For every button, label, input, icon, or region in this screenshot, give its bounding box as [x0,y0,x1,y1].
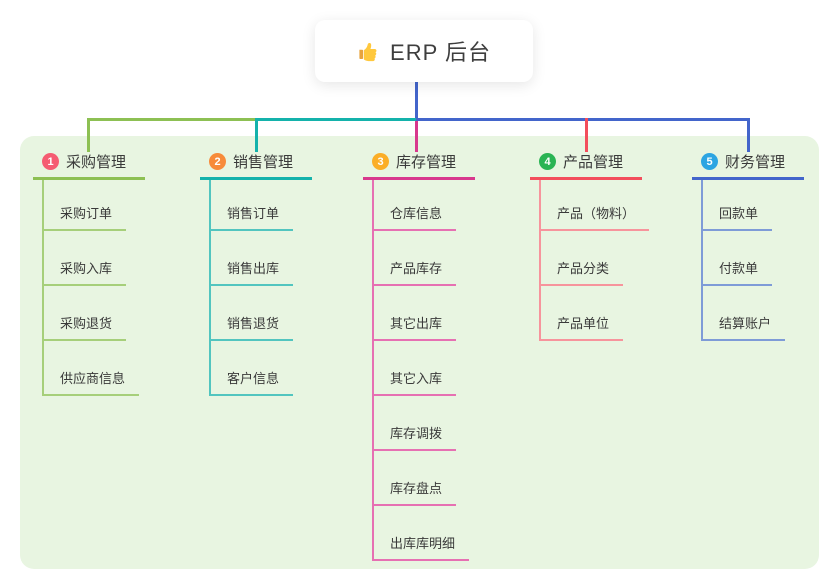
child-node[interactable]: 其它出库 [374,313,457,341]
child-row: 供应商信息 [44,341,145,396]
child-node[interactable]: 仓库信息 [374,203,457,231]
child-row: 仓库信息 [374,180,475,231]
child-row: 产品分类 [541,231,642,286]
branch-label: 采购管理 [66,154,127,171]
branch-number-badge: 5 [701,153,718,170]
branch-node-inventory[interactable]: 3 库存管理 [363,150,475,180]
child-node[interactable]: 采购入库 [44,258,127,286]
branch-number-badge: 2 [209,153,226,170]
connector-trunk [415,82,418,121]
branch-label: 销售管理 [233,154,294,171]
child-node[interactable]: 供应商信息 [44,368,140,396]
connector-bar-teal [256,118,418,121]
branch-number-badge: 1 [42,153,59,170]
connector-drop-sales [255,118,258,152]
child-row: 采购退货 [44,286,145,341]
branch-label: 库存管理 [396,154,457,171]
connector-drop-finance [747,118,750,152]
branch-node-finance[interactable]: 5 财务管理 [692,150,804,180]
child-row: 结算账户 [703,286,804,341]
connector-drop-purchase [87,118,90,152]
child-node[interactable]: 其它入库 [374,368,457,396]
child-node[interactable]: 产品（物料） [541,203,650,231]
branch-node-sales[interactable]: 2 销售管理 [200,150,312,180]
branch-number-badge: 4 [539,153,556,170]
child-row: 其它出库 [374,286,475,341]
branch-label: 产品管理 [563,154,624,171]
child-node[interactable]: 结算账户 [703,313,786,341]
child-node[interactable]: 产品库存 [374,258,457,286]
branch-sales: 2 销售管理 销售订单 销售出库 销售退货 客户信息 [200,150,312,396]
child-row: 销售出库 [211,231,312,286]
branch-product: 4 产品管理 产品（物料） 产品分类 产品单位 [530,150,650,341]
child-node[interactable]: 客户信息 [211,368,294,396]
child-node[interactable]: 库存调拨 [374,423,457,451]
child-node[interactable]: 付款单 [703,258,773,286]
child-node[interactable]: 销售出库 [211,258,294,286]
child-node[interactable]: 产品分类 [541,258,624,286]
child-node[interactable]: 库存盘点 [374,478,457,506]
child-node[interactable]: 产品单位 [541,313,624,341]
branch-children: 回款单 付款单 结算账户 [701,180,804,341]
child-row: 出库库明细 [374,506,475,561]
branch-purchase: 1 采购管理 采购订单 采购入库 采购退货 供应商信息 [33,150,145,396]
branch-label: 财务管理 [725,154,786,171]
connector-bar-blue [416,118,750,121]
child-row: 销售退货 [211,286,312,341]
branch-children: 产品（物料） 产品分类 产品单位 [539,180,650,341]
child-node[interactable]: 销售退货 [211,313,294,341]
child-row: 销售订单 [211,180,312,231]
child-row: 产品库存 [374,231,475,286]
child-node[interactable]: 回款单 [703,203,773,231]
child-row: 其它入库 [374,341,475,396]
child-row: 采购订单 [44,180,145,231]
branches-panel [20,136,819,569]
child-row: 采购入库 [44,231,145,286]
child-node[interactable]: 出库库明细 [374,533,470,561]
branch-finance: 5 财务管理 回款单 付款单 结算账户 [692,150,804,341]
connector-drop-inventory [415,121,418,152]
thumbs-up-icon [357,40,380,63]
branch-number-badge: 3 [372,153,389,170]
root-node[interactable]: ERP 后台 [315,20,533,82]
branch-inventory: 3 库存管理 仓库信息 产品库存 其它出库 其它入库 库存调拨 库存盘点 出库库… [363,150,475,561]
branch-children: 销售订单 销售出库 销售退货 客户信息 [209,180,312,396]
child-row: 回款单 [703,180,804,231]
connector-drop-product [585,118,588,152]
child-node[interactable]: 采购订单 [44,203,127,231]
child-node[interactable]: 销售订单 [211,203,294,231]
branch-children: 仓库信息 产品库存 其它出库 其它入库 库存调拨 库存盘点 出库库明细 [372,180,475,561]
child-row: 库存调拨 [374,396,475,451]
child-row: 库存盘点 [374,451,475,506]
branch-children: 采购订单 采购入库 采购退货 供应商信息 [42,180,145,396]
root-node-label: ERP 后台 [390,40,491,65]
child-node[interactable]: 采购退货 [44,313,127,341]
branch-node-purchase[interactable]: 1 采购管理 [33,150,145,180]
child-row: 客户信息 [211,341,312,396]
child-row: 产品（物料） [541,180,650,231]
child-row: 产品单位 [541,286,642,341]
branch-node-product[interactable]: 4 产品管理 [530,150,642,180]
connector-bar-green [87,118,257,121]
child-row: 付款单 [703,231,804,286]
